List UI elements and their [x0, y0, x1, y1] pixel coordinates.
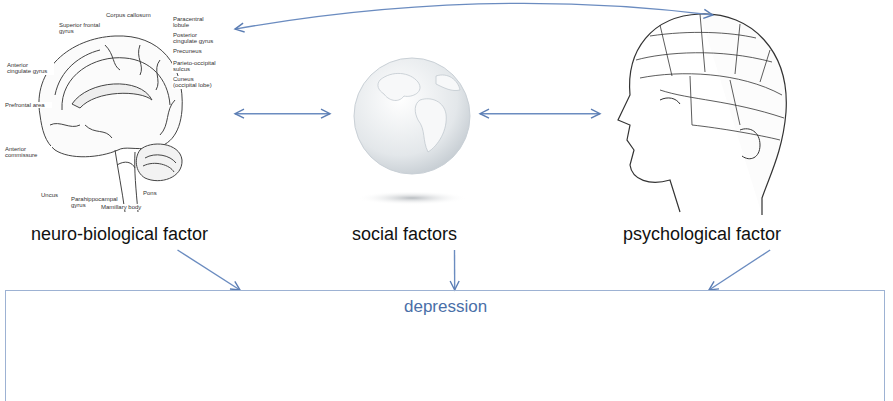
- connector-arrow: [178, 250, 240, 290]
- connector-arrow: [235, 3, 713, 29]
- part-label: Paracentral lobule: [172, 16, 220, 29]
- part-label: Cuneus (occipital lobe): [172, 76, 220, 89]
- brain-illustration: [39, 36, 182, 212]
- part-label: Pons: [142, 190, 190, 196]
- part-label: Anterior cingulate gyrus: [6, 62, 54, 75]
- part-label: Posterior cingulate gyrus: [172, 32, 220, 45]
- connector-arrow: [454, 250, 456, 290]
- factor-label: psychological factor: [623, 224, 781, 246]
- part-label: Corpus callosum: [105, 12, 153, 18]
- outcome-box: depression: [5, 290, 885, 401]
- phrenology-head: [618, 14, 786, 215]
- part-label: Mamillary body: [100, 204, 148, 210]
- factor-label: neuro-biological factor: [31, 224, 208, 246]
- factor-node: psychological factor: [600, 15, 805, 250]
- connector-arrow: [235, 113, 330, 114]
- factor-label: social factors: [352, 224, 457, 246]
- globe-illustration: [354, 58, 470, 205]
- outcome-label: depression: [404, 297, 487, 317]
- part-label: Parieto-occipital sulcus: [172, 60, 220, 73]
- part-label: Superior frontal gyrus: [58, 22, 106, 35]
- connector-arrow: [709, 250, 770, 290]
- connector-arrow: [480, 113, 600, 114]
- part-label: Precuneus: [172, 48, 220, 54]
- part-label: Anterior commissure: [4, 146, 52, 159]
- factor-node: social factors: [330, 15, 480, 250]
- part-label: Prefrontal area: [4, 102, 52, 108]
